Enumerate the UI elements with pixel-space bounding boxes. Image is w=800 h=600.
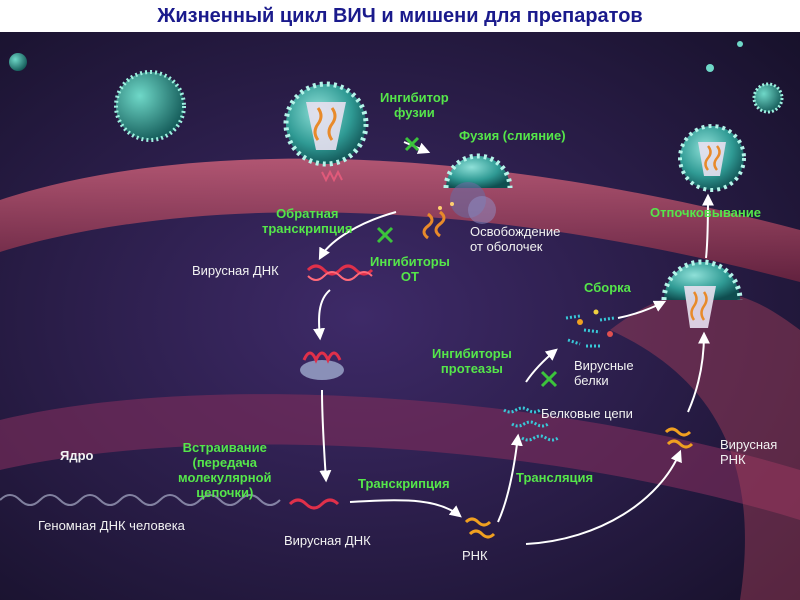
nuclear-membrane — [0, 394, 800, 520]
integration-label: Встраивание (передача молекулярной цепоч… — [178, 440, 272, 500]
viral-proteins-line1: Вирусные — [574, 358, 634, 373]
rna-label: РНК — [462, 548, 488, 563]
viral-rna-label: Вирусная РНК — [720, 437, 777, 467]
rna-squiggles — [464, 427, 694, 539]
integration-line3: молекулярной — [178, 470, 272, 485]
assembly-label: Сборка — [584, 280, 631, 295]
uncoating-line1: Освобождение — [470, 224, 561, 239]
free-virus-small — [9, 41, 784, 114]
rt-inhibitors-label: Ингибиторы ОТ — [370, 254, 450, 284]
assembling-virus — [661, 259, 743, 328]
nucleus-label: Ядро — [60, 448, 94, 463]
reverse-transcription-label: Обратная транскрипция — [262, 206, 352, 236]
fusion-inhibitor-line1: Ингибитор — [380, 90, 449, 105]
transcription-label: Транскрипция — [358, 476, 450, 491]
inhibitor-x-rt — [376, 226, 394, 244]
fusion-inhibitor-line2: фузии — [393, 105, 435, 120]
viral-rna-line2: РНК — [720, 452, 746, 467]
uncoating-label: Освобождение от оболочек — [470, 224, 560, 254]
protease-inhibitors-label: Ингибиторы протеазы — [432, 346, 512, 376]
rt-inhibitors-line1: Ингибиторы — [370, 254, 450, 269]
fusing-virus — [443, 153, 513, 224]
protease-inhibitors-line1: Ингибиторы — [432, 346, 512, 361]
protein-chains-label: Белковые цепи — [541, 406, 633, 421]
inhibitor-x-protease — [540, 370, 558, 388]
viral-dna-bottom-label: Вирусная ДНК — [284, 533, 371, 548]
title-bar: Жизненный цикл ВИЧ и мишени для препарат… — [0, 0, 800, 32]
reverse-transcription-line1: Обратная — [276, 206, 339, 221]
viral-proteins-line2: белки — [574, 373, 609, 388]
released-rna — [422, 202, 454, 240]
diagram-scene: Ингибитор фузии Фузия (слияние) Обратная… — [0, 32, 800, 600]
cycle-arrows — [313, 141, 714, 545]
cytoplasm-edge — [610, 291, 800, 600]
reverse-transcription-line2: транскрипция — [262, 221, 353, 236]
page-title: Жизненный цикл ВИЧ и мишени для препарат… — [157, 4, 643, 27]
lifecycle-diagram — [0, 32, 800, 600]
fusion-inhibitor-label: Ингибитор фузии — [380, 90, 449, 120]
incoming-virus — [283, 81, 369, 183]
integration-line1: Встраивание — [182, 440, 267, 455]
viral-dna-helix-bottom — [288, 498, 340, 510]
uncoating-line2: от оболочек — [470, 239, 543, 254]
viral-protein-fragments — [565, 309, 615, 348]
integration-line4: цепочки) — [196, 485, 254, 500]
free-virus-large — [114, 70, 186, 142]
integrase-complex — [300, 351, 344, 380]
fusion-label: Фузия (слияние) — [459, 128, 566, 143]
rt-inhibitors-line2: ОТ — [400, 269, 419, 284]
viral-proteins-label: Вирусные белки — [574, 358, 634, 388]
viral-dna-helix-top-strand — [307, 271, 373, 281]
protease-inhibitors-line2: протеазы — [440, 361, 503, 376]
budding-label: Отпочковывание — [650, 205, 761, 220]
viral-dna-top-label: Вирусная ДНК — [192, 263, 279, 278]
viral-rna-line1: Вирусная — [720, 437, 778, 452]
inhibitor-x-fusion — [404, 136, 420, 152]
budding-virus — [678, 124, 746, 192]
cell-membrane — [0, 158, 800, 282]
integration-line2: (передача — [192, 455, 258, 470]
human-dna-label: Геномная ДНК человека — [38, 518, 185, 533]
translation-label: Трансляция — [516, 470, 594, 485]
human-dna-helix — [0, 494, 281, 506]
